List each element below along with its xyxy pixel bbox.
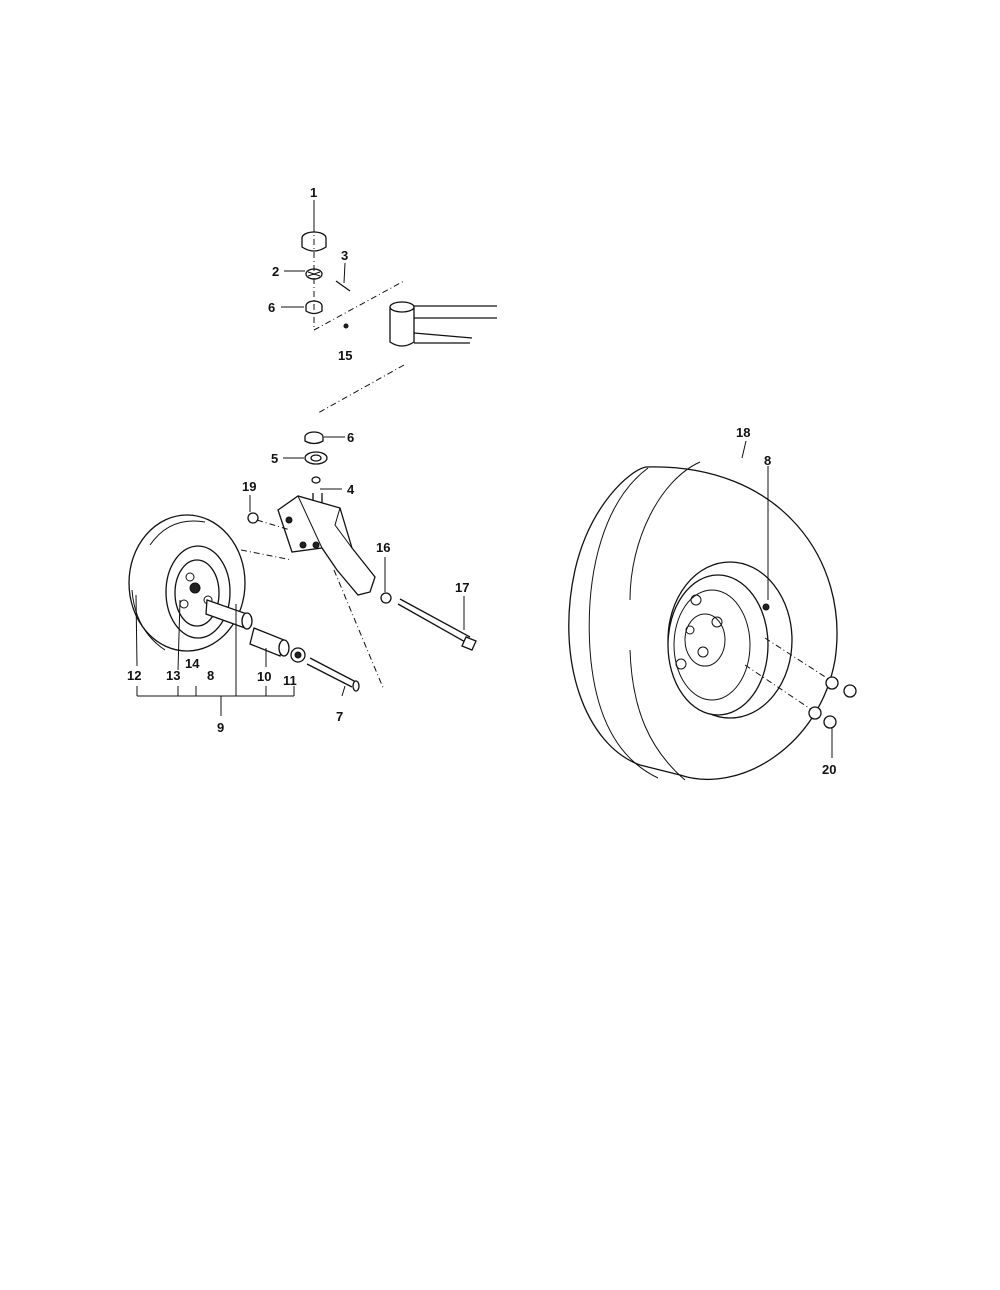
callout-17: 17 <box>455 580 469 595</box>
callout-1: 1 <box>310 185 317 200</box>
callout-8-left: 8 <box>207 668 214 683</box>
callout-6-lower: 6 <box>347 430 354 445</box>
callout-16: 16 <box>376 540 390 555</box>
callout-20: 20 <box>822 762 836 777</box>
lock-nut-part <box>247 512 259 524</box>
callout-8-right: 8 <box>764 453 771 468</box>
callout-7: 7 <box>336 709 343 724</box>
caster-axle-part <box>205 599 253 630</box>
bearing-part <box>304 451 328 465</box>
callout-14: 14 <box>185 656 200 671</box>
callout-2: 2 <box>272 264 279 279</box>
spacer-part <box>249 627 290 657</box>
callout-4: 4 <box>347 482 355 497</box>
callout-3: 3 <box>341 248 348 263</box>
spacer-washer-part <box>290 647 306 663</box>
callout-6-upper: 6 <box>268 300 275 315</box>
callout-18: 18 <box>736 425 750 440</box>
fork-bolt-part <box>380 592 477 651</box>
wheel-assembly-bracket <box>135 594 295 716</box>
caster-fork-part <box>277 493 376 596</box>
cotter-pin-part <box>335 280 351 292</box>
lug-nut-part <box>808 676 857 729</box>
callout-12: 12 <box>127 668 141 683</box>
caster-wheel-part <box>128 514 246 652</box>
o-ring-part <box>311 476 321 484</box>
callout-9: 9 <box>217 720 224 735</box>
axle-tube-part <box>343 301 497 347</box>
callout-13: 13 <box>166 668 180 683</box>
callout-15: 15 <box>338 348 352 363</box>
callout-5: 5 <box>271 451 278 466</box>
callout-11: 11 <box>283 673 297 688</box>
lower-bushing-part <box>304 431 324 445</box>
callout-19: 19 <box>242 479 256 494</box>
wheel-bolt-part <box>306 657 360 692</box>
rear-tire-part <box>568 461 838 781</box>
callout-10: 10 <box>257 669 271 684</box>
